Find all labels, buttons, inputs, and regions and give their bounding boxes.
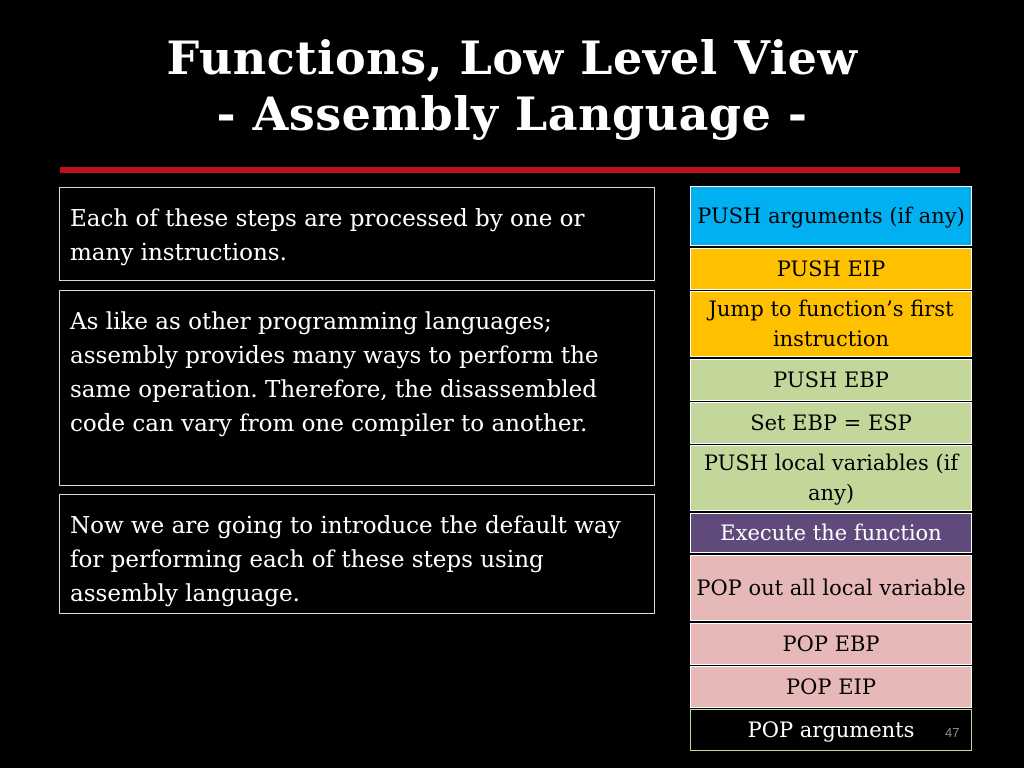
title-divider bbox=[60, 167, 960, 173]
step-label: PUSH EIP bbox=[776, 257, 886, 281]
step-label: POP arguments bbox=[747, 718, 915, 742]
step-set-ebp-esp: Set EBP = ESP bbox=[690, 402, 972, 444]
step-execute-function: Execute the function bbox=[690, 513, 972, 553]
slide-title-line-1: Functions, Low Level View bbox=[166, 31, 858, 85]
step-push-ebp: PUSH EBP bbox=[690, 359, 972, 401]
step-push-arguments: PUSH arguments (if any) bbox=[690, 186, 972, 246]
slide-title: Functions, Low Level View - Assembly Lan… bbox=[0, 30, 1024, 142]
step-pop-arguments: POP arguments bbox=[690, 709, 972, 751]
step-jump-to-function: Jump to function’s first instruction bbox=[690, 291, 972, 357]
function-call-steps: PUSH arguments (if any) PUSH EIP Jump to… bbox=[690, 186, 972, 751]
text-box-3-content: Now we are going to introduce the defaul… bbox=[70, 513, 621, 607]
step-label: PUSH EBP bbox=[773, 368, 889, 392]
step-push-local-variables: PUSH local variables (if any) bbox=[690, 445, 972, 511]
step-pop-eip: POP EIP bbox=[690, 666, 972, 708]
text-box-1-content: Each of these steps are processed by one… bbox=[70, 206, 585, 266]
text-box-steps-processed: Each of these steps are processed by one… bbox=[59, 187, 655, 281]
step-label: Execute the function bbox=[720, 521, 942, 545]
step-pop-local-variables: POP out all local variable bbox=[690, 555, 972, 621]
step-label: POP out all local variable bbox=[696, 576, 966, 600]
page-number: 47 bbox=[945, 725, 960, 740]
slide-title-line-2: - Assembly Language - bbox=[216, 87, 808, 141]
step-push-eip: PUSH EIP bbox=[690, 248, 972, 290]
step-label: Set EBP = ESP bbox=[750, 411, 912, 435]
step-label: POP EIP bbox=[786, 675, 876, 699]
step-label: Jump to function’s first instruction bbox=[708, 297, 954, 351]
text-box-2-content: As like as other programming languages; … bbox=[70, 309, 599, 437]
step-label: PUSH local variables (if any) bbox=[703, 451, 959, 505]
step-label: POP EBP bbox=[782, 632, 880, 656]
text-box-introduce-default: Now we are going to introduce the defaul… bbox=[59, 494, 655, 614]
step-label: PUSH arguments (if any) bbox=[697, 204, 965, 228]
text-box-multiple-ways: As like as other programming languages; … bbox=[59, 290, 655, 486]
step-pop-ebp: POP EBP bbox=[690, 623, 972, 665]
